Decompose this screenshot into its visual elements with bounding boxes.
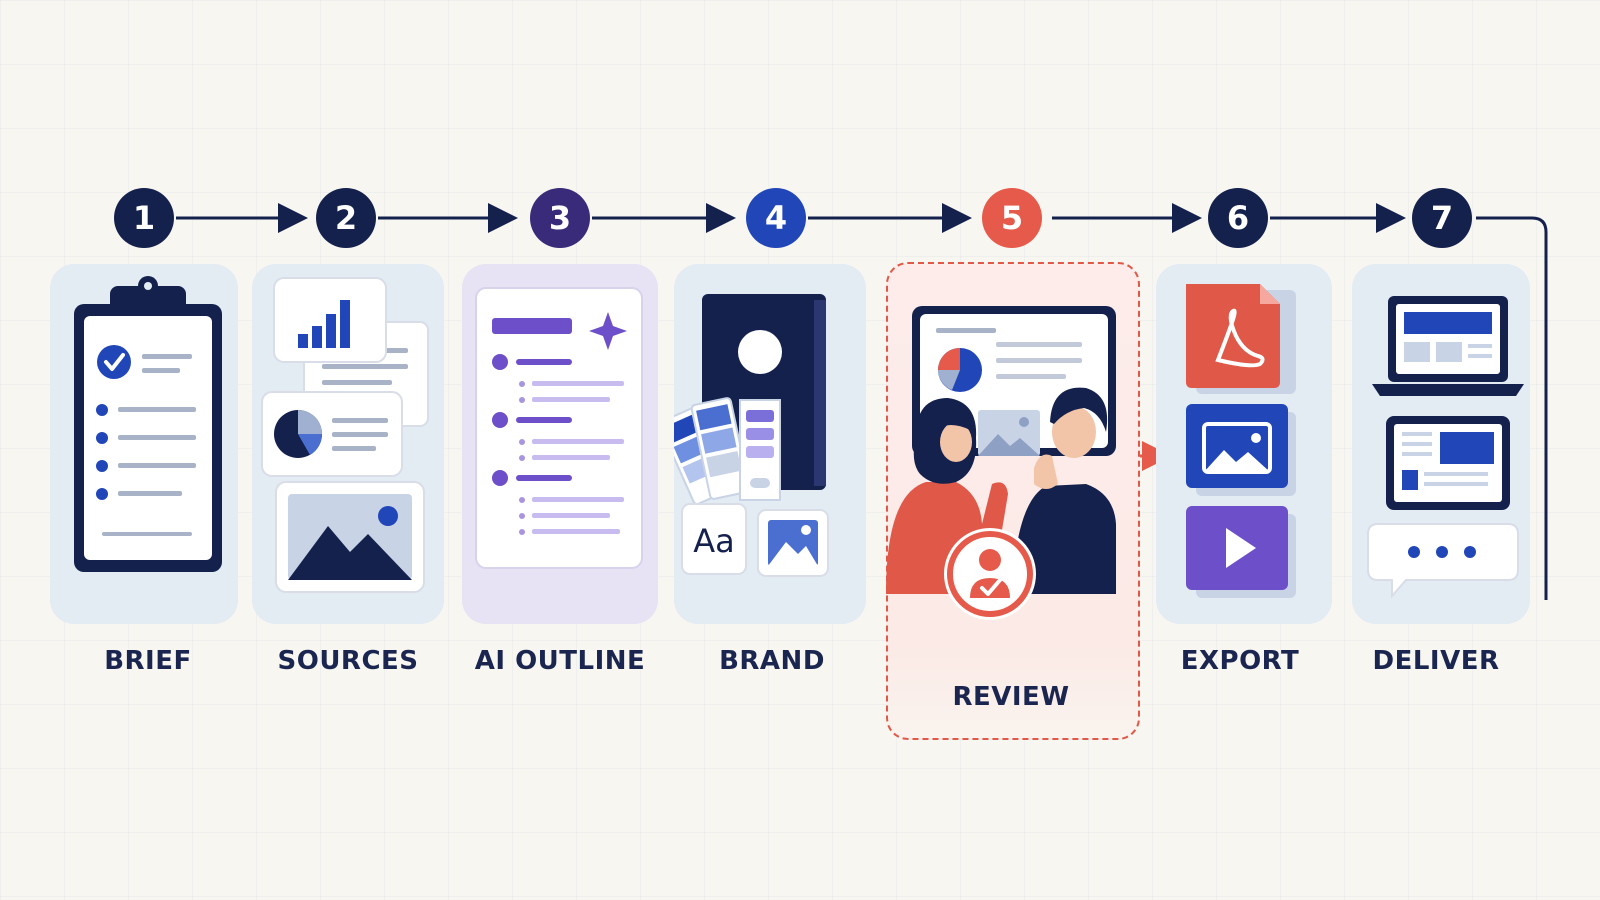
step-2-badge: 2	[316, 188, 376, 248]
brand-panel: Aa	[674, 264, 866, 624]
step-1-badge: 1	[114, 188, 174, 248]
people-reviewing-screen-icon	[886, 306, 1116, 620]
clipboard-checklist-icon	[74, 276, 222, 572]
step-1-label: BRIEF	[104, 646, 192, 676]
step-7-number: 7	[1430, 199, 1454, 237]
video-file-icon	[1186, 506, 1296, 598]
image-file-icon	[1186, 404, 1296, 496]
step-6-label: EXPORT	[1180, 646, 1300, 676]
step-4-number: 4	[764, 199, 788, 237]
step-2-label: SOURCES	[277, 646, 419, 676]
laptop-icon	[1372, 296, 1524, 396]
step-7-badge: 7	[1412, 188, 1472, 248]
step-6-number: 6	[1226, 199, 1250, 237]
svg-text:Aa: Aa	[693, 522, 735, 560]
step-4-badge: 4	[746, 188, 806, 248]
export-files-icon	[1186, 284, 1296, 598]
tablet-icon	[1386, 416, 1510, 510]
brief-panel	[50, 264, 238, 624]
deliver-panel	[1352, 264, 1530, 624]
step-1-number: 1	[132, 199, 156, 237]
step-5-number: 5	[1000, 199, 1024, 237]
brand-book-swatches-icon: Aa	[674, 294, 829, 577]
documents-charts-images-icon	[261, 277, 429, 593]
step-3-label: AI OUTLINE	[474, 646, 646, 676]
export-panel	[1156, 264, 1332, 624]
step-2-number: 2	[334, 199, 358, 237]
step-3-badge: 3	[530, 188, 590, 248]
step-5-badge: 5	[982, 188, 1042, 248]
pdf-file-icon	[1186, 284, 1296, 394]
step-6-badge: 6	[1208, 188, 1268, 248]
step-4-label: BRAND	[719, 646, 825, 676]
step-5-label: REVIEW	[952, 682, 1070, 712]
sources-panel	[252, 264, 444, 624]
step-7-label: DELIVER	[1372, 646, 1500, 676]
outline-sparkle-icon	[475, 287, 643, 569]
ai-outline-panel	[462, 264, 658, 624]
deliver-devices-icon	[1367, 296, 1524, 599]
chat-bubble-icon	[1367, 523, 1519, 599]
step-3-number: 3	[548, 199, 572, 237]
